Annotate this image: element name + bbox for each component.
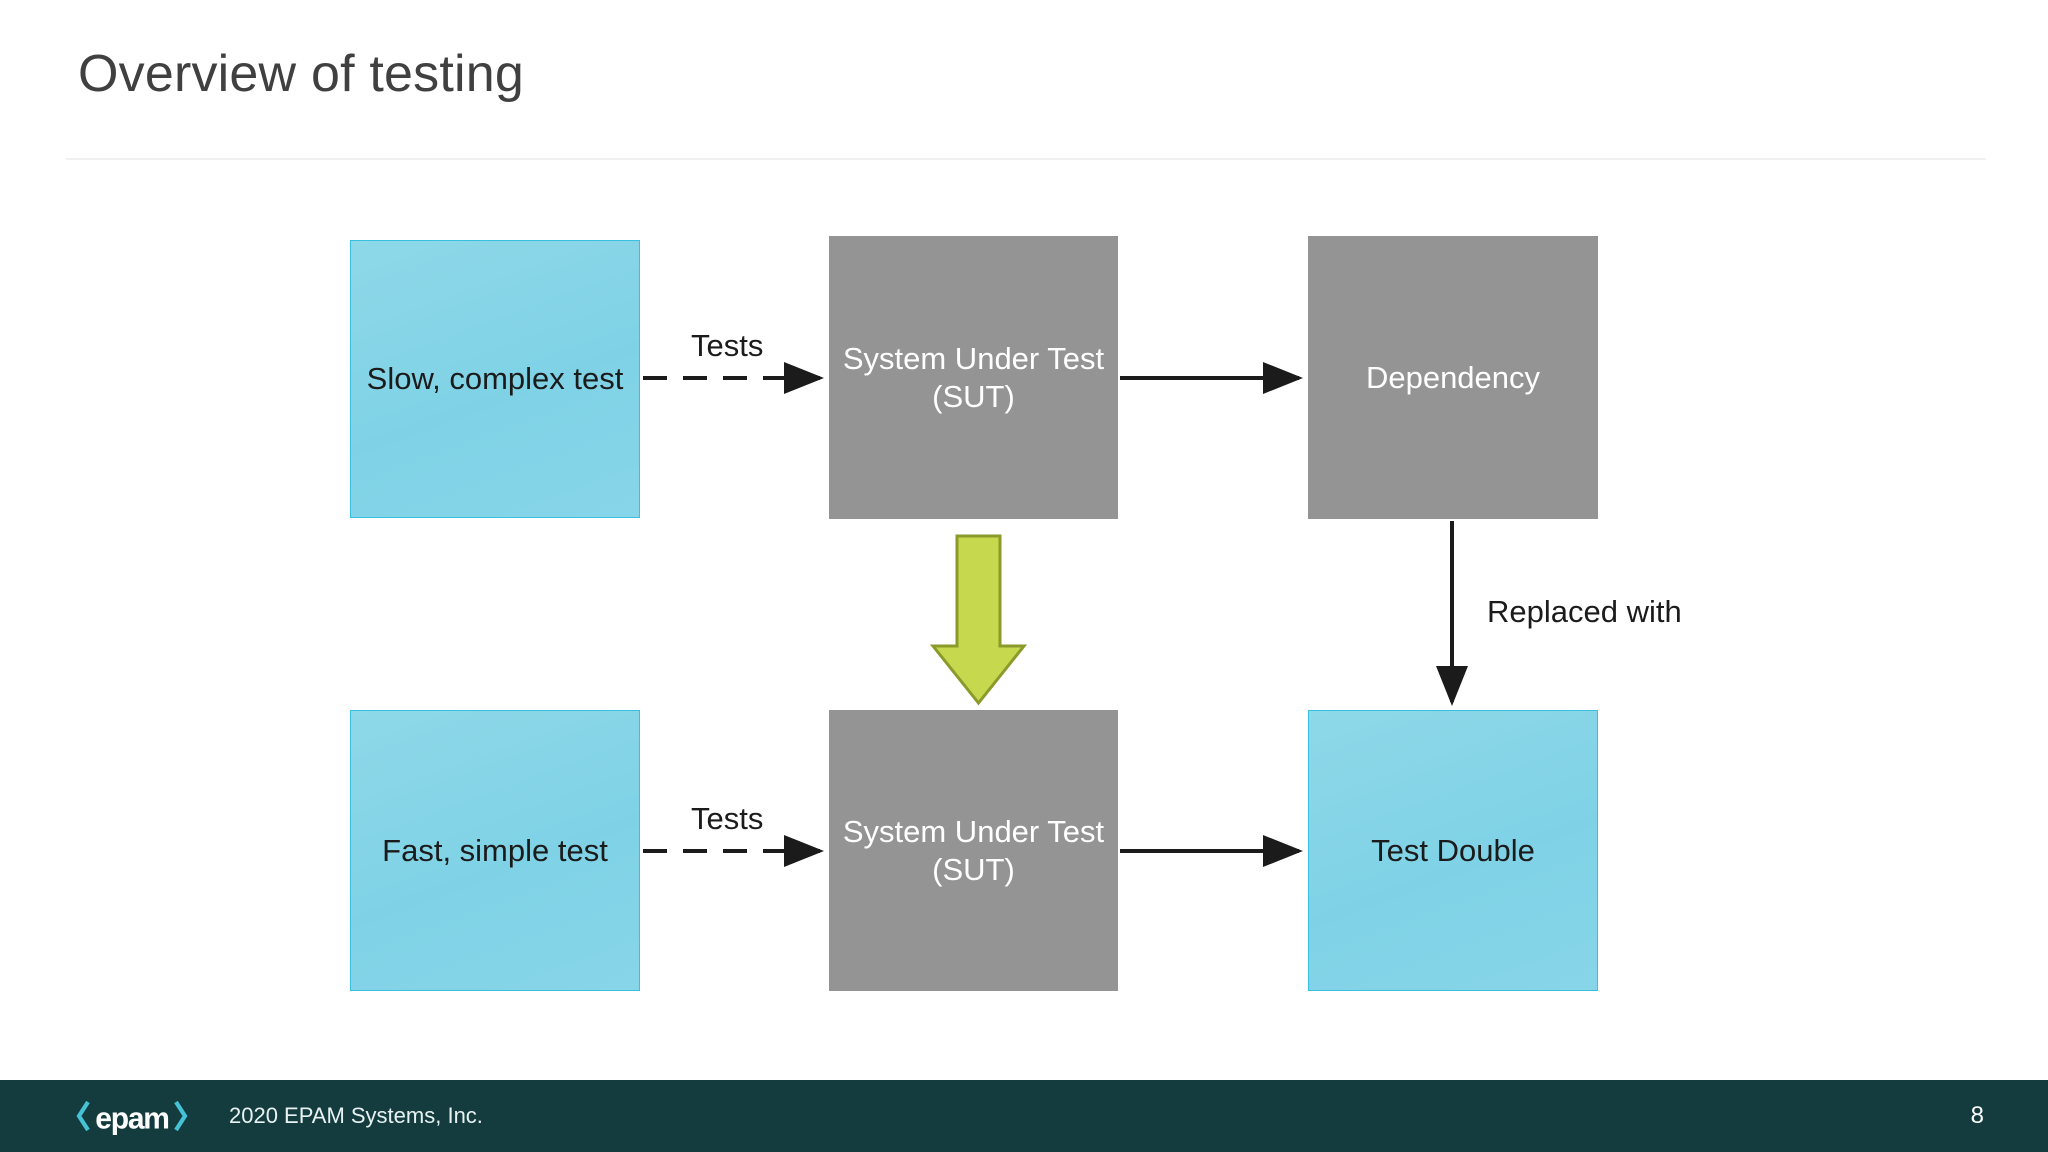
node-slow-complex-test[interactable]: Slow, complex test	[350, 240, 640, 518]
node-label: Test Double	[1371, 832, 1535, 868]
node-fast-simple-test[interactable]: Fast, simple test	[350, 710, 640, 991]
epam-logo: epam	[72, 1096, 192, 1136]
slide-page-number: 8	[1970, 1102, 1984, 1129]
node-label: Fast, simple test	[382, 832, 608, 868]
node-system-under-test-top[interactable]: System Under Test (SUT)	[829, 236, 1118, 519]
edge-label-tests-bottom: Tests	[691, 801, 764, 836]
down-arrow-green-icon	[929, 534, 1028, 706]
edge-label-tests-top: Tests	[691, 328, 764, 363]
node-label: Dependency	[1365, 359, 1541, 395]
svg-text:epam: epam	[95, 1102, 169, 1135]
slide-footer: epam 2020 EPAM Systems, Inc. 8	[0, 1080, 2048, 1152]
title-divider	[66, 158, 1986, 160]
node-system-under-test-bottom[interactable]: System Under Test (SUT)	[829, 710, 1118, 991]
footer-copyright: 2020 EPAM Systems, Inc.	[229, 1103, 483, 1128]
node-test-double[interactable]: Test Double	[1308, 710, 1598, 991]
page-title: Overview of testing	[78, 45, 524, 103]
node-label: System Under Test (SUT)	[842, 813, 1105, 887]
node-dependency[interactable]: Dependency	[1308, 236, 1598, 519]
node-label: System Under Test (SUT)	[842, 340, 1105, 414]
epam-logo-icon: epam	[76, 1100, 188, 1136]
node-label: Slow, complex test	[366, 361, 624, 397]
testing-overview-diagram: SUT --> Dependency (solid) --> Test Doub…	[350, 236, 1682, 991]
edge-label-replaced-with: Replaced with	[1487, 594, 1682, 629]
